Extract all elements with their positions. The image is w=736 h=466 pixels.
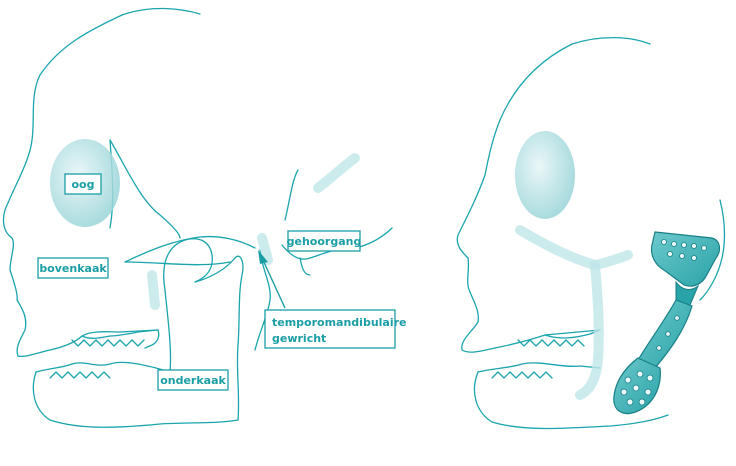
label-onderkaak: onderkaak — [158, 370, 228, 390]
label-bovenkaak-text: bovenkaak — [39, 262, 107, 275]
label-tmj-line2: gewricht — [272, 332, 326, 345]
label-oog-text: oog — [72, 178, 95, 191]
right-skull — [457, 38, 724, 429]
left-skull — [3, 8, 392, 427]
label-gehoorgang: gehoorgang — [287, 231, 362, 251]
label-tmj-line1: temporomandibulaire — [272, 316, 407, 329]
label-onderkaak-text: onderkaak — [160, 374, 226, 387]
label-bovenkaak: bovenkaak — [38, 258, 108, 278]
label-tmj: temporomandibulaire gewricht — [265, 310, 407, 348]
label-gehoorgang-text: gehoorgang — [287, 235, 362, 248]
label-oog: oog — [65, 174, 101, 194]
right-eye — [515, 131, 575, 219]
